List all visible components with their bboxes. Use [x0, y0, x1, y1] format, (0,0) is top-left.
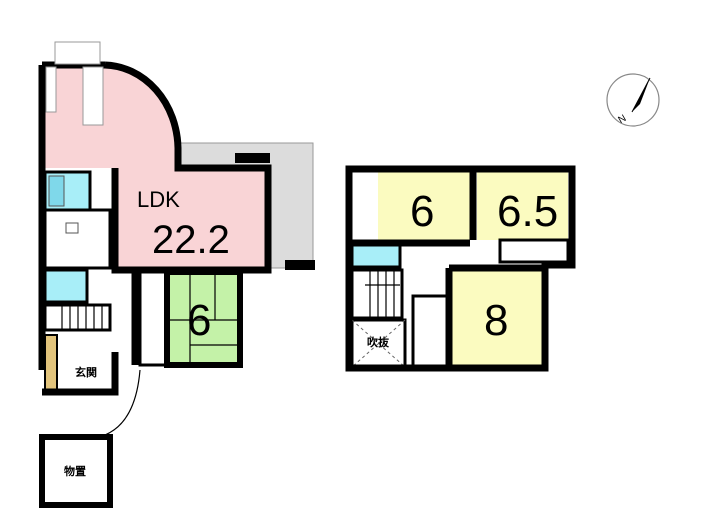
- bathtub: [48, 175, 65, 207]
- room-6-closet: [352, 172, 378, 242]
- room-6: [378, 172, 470, 242]
- toilet-2f: [350, 243, 402, 269]
- washitsu-closet: [138, 270, 169, 367]
- storage-shed: [39, 434, 113, 508]
- deck-step: [285, 260, 315, 270]
- sink: [65, 222, 79, 234]
- kitchen-counter: [45, 66, 57, 113]
- room-6-5: [477, 172, 568, 240]
- deck-step: [235, 153, 270, 163]
- stairs-2f: [350, 268, 404, 320]
- entrance-label: 玄関: [75, 365, 97, 379]
- kitchen-counter: [82, 66, 104, 126]
- washroom: [43, 208, 112, 270]
- kitchen-area: [42, 65, 178, 168]
- ldk-wall: [38, 61, 272, 370]
- shoe-storage: [44, 334, 58, 391]
- toilet-1f: [43, 268, 89, 304]
- void-label: 吹抜: [367, 335, 390, 349]
- floor-2: 吹抜 6 6.5 8: [345, 165, 576, 372]
- stairs-1f: [43, 303, 112, 332]
- ldk-size: 22.2: [152, 218, 230, 262]
- compass-north-label: N: [617, 113, 629, 126]
- room-6-5-closet: [498, 238, 570, 264]
- storage-label: 物置: [64, 464, 86, 478]
- washitsu-size: 6: [187, 296, 211, 345]
- closet-2f: [411, 294, 450, 368]
- floor-1: 玄関 物置 LDK 22.2 6: [38, 41, 315, 508]
- room-8: [450, 270, 545, 366]
- compass: N: [606, 73, 660, 127]
- room-8-size: 8: [484, 296, 508, 345]
- entry-steps: [54, 41, 101, 65]
- entrance-wall: [42, 270, 139, 396]
- tatami-lines: [167, 272, 240, 365]
- washitsu: [164, 269, 243, 368]
- ldk-label: LDK: [137, 187, 180, 212]
- room-6-5-size: 6.5: [497, 187, 558, 236]
- ldk-area: [115, 168, 268, 270]
- room-6-size: 6: [410, 187, 434, 236]
- floor-2-walls: [345, 165, 576, 372]
